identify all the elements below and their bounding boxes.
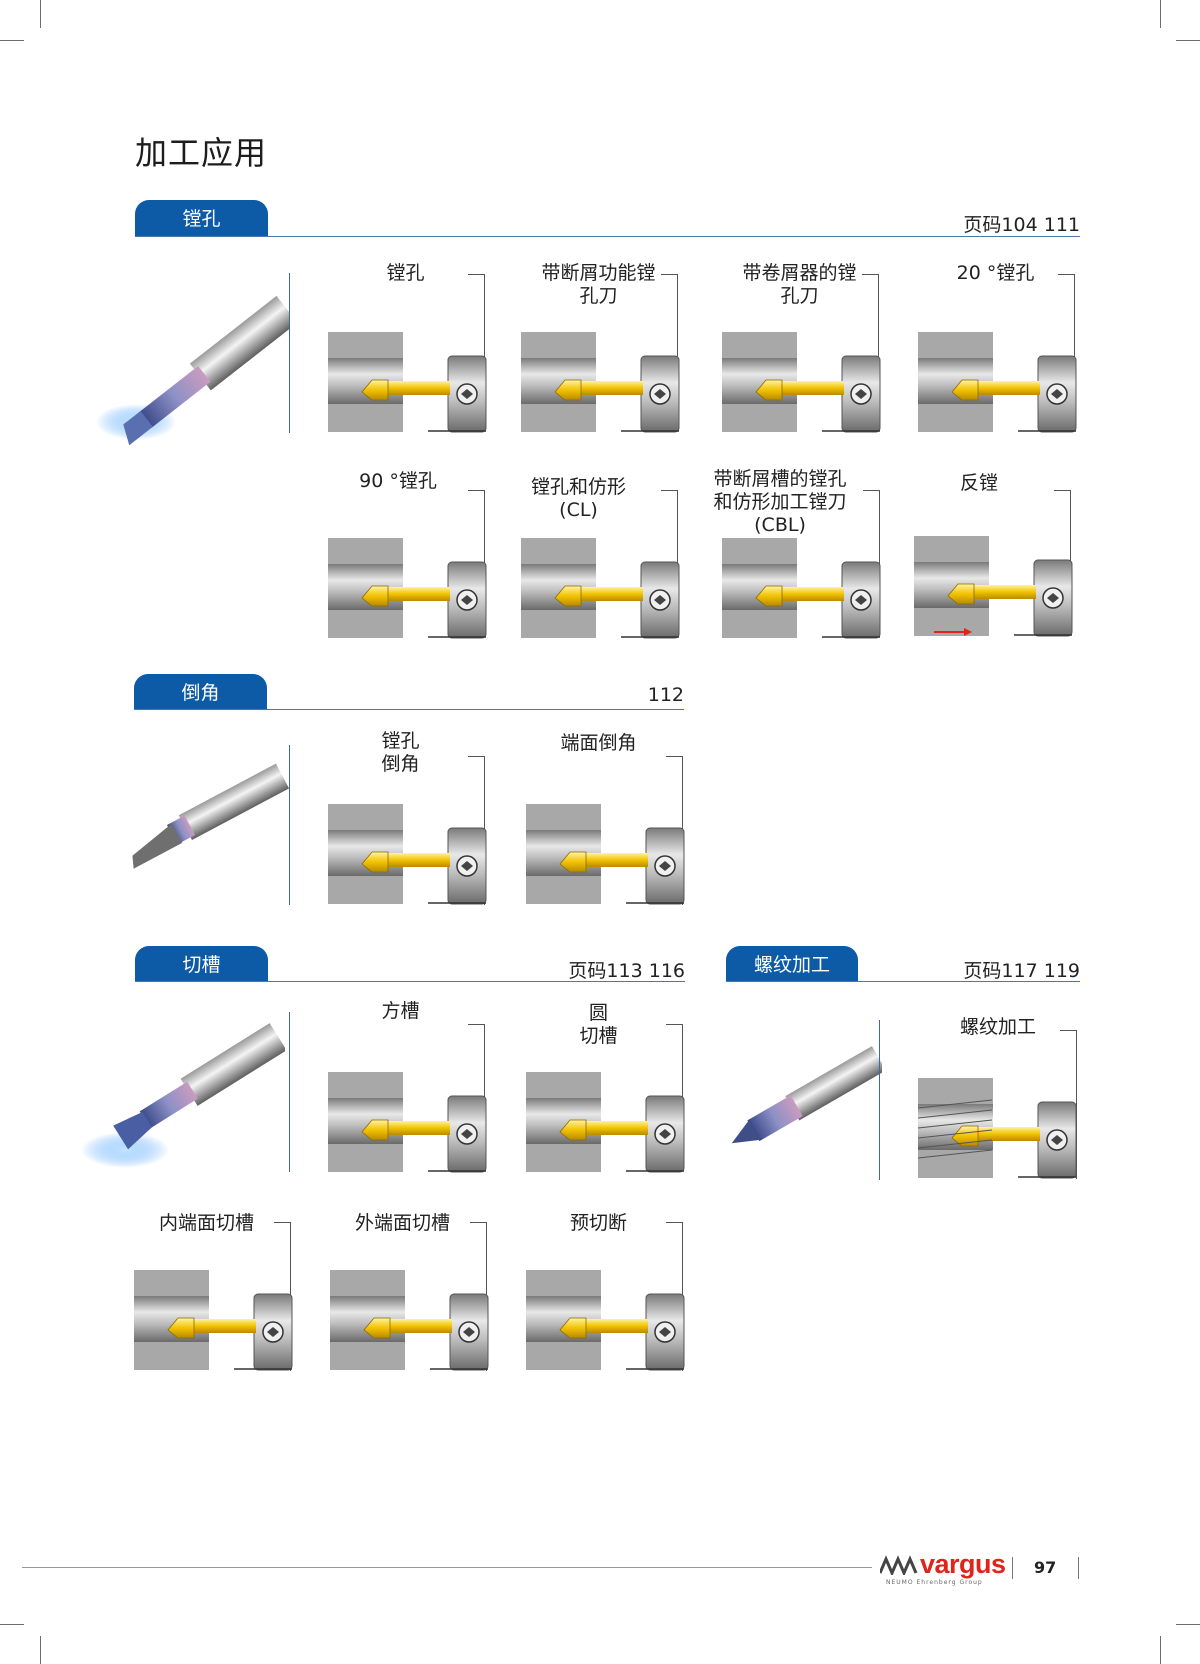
tile-threading: 螺纹加工 xyxy=(918,1016,1078,1180)
tile-boring-chipcurler: 带卷屑器的镗 孔刀 xyxy=(722,262,882,437)
page-title: 加工应用 xyxy=(135,134,268,172)
tile-label: 镗孔 倒角 xyxy=(381,730,420,775)
section-tab-threading: 螺纹加工 xyxy=(726,946,858,982)
column-separator xyxy=(879,1020,880,1180)
tile-label: 螺纹加工 xyxy=(959,1016,1036,1038)
footer-divider xyxy=(1012,1557,1013,1579)
tile-label: 方槽 xyxy=(381,1000,420,1022)
tile-label: 镗孔 xyxy=(386,262,425,284)
tile-boring-20deg: 20 °镗孔 xyxy=(918,262,1078,437)
section-divider xyxy=(726,981,1080,982)
grooving-tool-illustration xyxy=(81,1023,285,1168)
label-bracket xyxy=(862,274,879,425)
label-bracket xyxy=(1058,274,1075,425)
label-bracket xyxy=(468,490,485,633)
brand-name: vargus xyxy=(920,1549,1006,1579)
crop-mark xyxy=(40,0,41,28)
tile-boring-profiling-cl: 镗孔和仿形 (CL) xyxy=(521,476,681,642)
footer-divider xyxy=(1078,1557,1079,1579)
tile-face-chamfer: 端面倒角 xyxy=(526,732,686,908)
tile-pre-parting: 预切断 xyxy=(526,1212,686,1372)
section-divider xyxy=(134,709,684,710)
tile-label: 20 °镗孔 xyxy=(956,262,1035,284)
label-bracket xyxy=(468,274,485,425)
crop-mark xyxy=(1160,1636,1161,1664)
tile-label: 镗孔和仿形 (CL) xyxy=(530,476,626,521)
column-separator xyxy=(289,745,290,905)
tile-label: 预切断 xyxy=(569,1212,627,1234)
tile-outer-face-groove: 外端面切槽 xyxy=(330,1212,490,1372)
section-tab-chamfer: 倒角 xyxy=(134,674,267,710)
chamfer-tool-illustration xyxy=(132,763,290,869)
brand-subtitle: NEUMO Ehrenberg Group xyxy=(886,1579,983,1586)
crop-mark xyxy=(1176,40,1200,41)
crop-mark xyxy=(1160,0,1161,28)
tile-label: 外端面切槽 xyxy=(354,1212,450,1234)
threading-tool-illustration xyxy=(731,1046,882,1144)
tile-round-groove: 圆 切槽 xyxy=(526,1002,686,1175)
label-bracket xyxy=(661,274,678,425)
boring-bar-illustration xyxy=(96,295,290,446)
page-number: 97 xyxy=(1034,1558,1057,1577)
tile-label: 带断屑槽的镗孔 和仿形加工镗刀 (CBL) xyxy=(713,468,847,536)
brand-logo: vargus NEUMO Ehrenberg Group xyxy=(880,1549,1008,1587)
page-reference: 页码104 111 xyxy=(963,214,1080,236)
section-tab-boring: 镗孔 xyxy=(135,200,268,236)
tile-bore-chamfer: 镗孔 倒角 xyxy=(328,730,488,908)
page-reference: 页码117 119 xyxy=(963,960,1080,982)
tile-label: 内端面切槽 xyxy=(158,1212,254,1234)
tile-boring-profiling-cbl: 带断屑槽的镗孔 和仿形加工镗刀 (CBL) xyxy=(705,468,885,642)
page-reference: 112 xyxy=(647,684,684,706)
crop-mark xyxy=(40,1636,41,1664)
tile-boring-90deg: 90 °镗孔 xyxy=(328,470,488,642)
tile-inner-face-groove: 内端面切槽 xyxy=(134,1212,294,1372)
tile-label: 端面倒角 xyxy=(560,732,637,754)
section-divider xyxy=(135,236,1080,237)
tile-back-boring: 反镗 xyxy=(914,472,1074,642)
page-reference: 页码113 116 xyxy=(568,960,685,982)
tile-label: 圆 切槽 xyxy=(579,1002,618,1047)
tile-boring-chipbreaker: 带断屑功能镗 孔刀 xyxy=(521,262,681,437)
column-separator xyxy=(289,1012,290,1172)
section-tab-grooving: 切槽 xyxy=(135,946,268,982)
section-divider xyxy=(135,981,685,982)
tile-label: 带卷屑器的镗 孔刀 xyxy=(742,262,857,307)
crop-mark xyxy=(0,40,24,41)
footer-rule xyxy=(22,1567,872,1568)
column-separator xyxy=(289,273,290,433)
label-bracket xyxy=(1060,1030,1077,1179)
tile-square-groove: 方槽 xyxy=(328,1000,488,1175)
tile-boring: 镗孔 xyxy=(328,262,488,437)
tile-label: 反镗 xyxy=(959,472,998,494)
vargus-logo-mark-icon xyxy=(880,1555,918,1575)
tile-label: 带断屑功能镗 孔刀 xyxy=(541,262,656,307)
crop-mark xyxy=(0,1624,24,1625)
tile-label: 90 °镗孔 xyxy=(359,470,437,492)
crop-mark xyxy=(1176,1624,1200,1625)
